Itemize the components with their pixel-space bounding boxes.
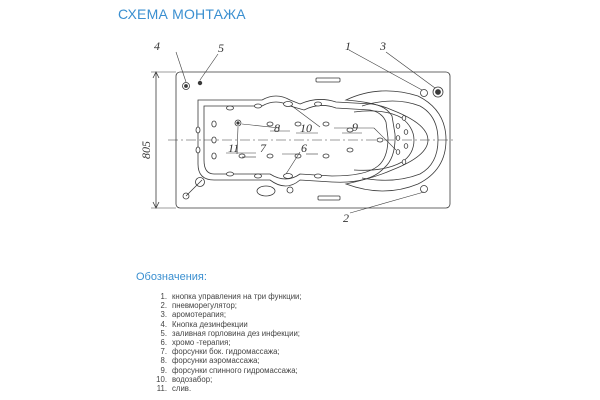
legend-item-text: слив.: [172, 384, 192, 394]
legend-item: 7. форсунки бок. гидромассажа;: [147, 347, 302, 356]
legend-list: 1. кнопка управления на три функции; 2. пне…: [147, 292, 302, 393]
callout-8: 8: [274, 121, 280, 135]
callout-2: 2: [343, 211, 349, 225]
legend-item: 2. пневморегулятор;: [147, 301, 302, 310]
legend-item-number: 6.: [160, 338, 167, 348]
legend-item-number: 2.: [160, 301, 167, 311]
callout-3: 3: [379, 39, 386, 53]
callout-7: 7: [260, 141, 267, 155]
page-title: СХЕМА МОНТАЖА: [118, 6, 246, 22]
legend-item-text: форсунки спинного гидромассажа;: [172, 365, 298, 375]
legend-item-number: 10.: [156, 374, 167, 384]
disinfection-inlet: [197, 80, 203, 86]
legend-item-number: 4.: [160, 319, 167, 329]
legend-item-text: форсунки аэромассажа;: [172, 356, 260, 366]
callout-10: 10: [300, 121, 312, 135]
side-hydro-jets: [195, 101, 322, 179]
legend-item: 11. слив.: [147, 384, 302, 393]
legend-item-number: 11.: [156, 384, 167, 394]
callout-6: 6: [301, 141, 307, 155]
callout-9: 9: [352, 120, 358, 134]
legend-item-text: аромотерапия;: [172, 310, 226, 320]
legend-item-number: 1.: [160, 292, 167, 301]
callout-1: 1: [345, 39, 351, 53]
basin-left-outline: [197, 95, 396, 187]
callout-4: 4: [154, 39, 160, 53]
drain-knob: [195, 177, 205, 187]
dimension-805: 805: [139, 141, 153, 159]
legend-item: 3. аромотерапия;: [147, 310, 302, 319]
legend-item: 6. хромо -терапия;: [147, 338, 302, 347]
bathtub-installation-diagram: 1 2 3 4 5 6 7 8 9 10 11 805: [139, 39, 456, 225]
aroma-fitting: [432, 86, 444, 98]
button-2: [420, 185, 428, 193]
legend-item-number: 9.: [160, 365, 167, 375]
legend-item-text: водозабор;: [172, 374, 213, 384]
backrest-outline: [344, 90, 447, 192]
legend-item: 10. водозабор;: [147, 375, 302, 384]
legend-item: 9. форсунки спинного гидромассажа;: [147, 366, 302, 375]
disinfection-button: [182, 82, 190, 90]
legend-item-number: 8.: [160, 356, 167, 366]
legend-item-text: Кнопка дезинфекции: [172, 319, 248, 329]
legend-item-number: 3.: [160, 310, 167, 320]
legend-item-text: форсунки бок. гидромассажа;: [172, 347, 280, 357]
legend-heading: Обозначения:: [136, 271, 207, 283]
legend-item-text: заливная горловина дез инфекции;: [172, 328, 300, 338]
overflow-fitting: [256, 185, 276, 197]
legend-item: 8. форсунки аэромассажа;: [147, 356, 302, 365]
callout-5: 5: [218, 41, 224, 55]
back-hydro-jets: [395, 115, 409, 165]
legend-item: 5. заливная горловина дез инфекции;: [147, 329, 302, 338]
callout-11: 11: [228, 141, 239, 155]
legend-item-text: кнопка управления на три функции;: [172, 292, 302, 301]
legend-item-number: 7.: [160, 347, 167, 357]
legend-item-number: 5.: [160, 328, 167, 338]
legend-item: 1. кнопка управления на три функции;: [147, 292, 302, 301]
button-1: [420, 89, 428, 97]
legend-item-text: хромо -терапия;: [172, 338, 231, 348]
legend-item-text: пневморегулятор;: [172, 301, 237, 311]
legend-item: 4. Кнопка дезинфекции: [147, 320, 302, 329]
